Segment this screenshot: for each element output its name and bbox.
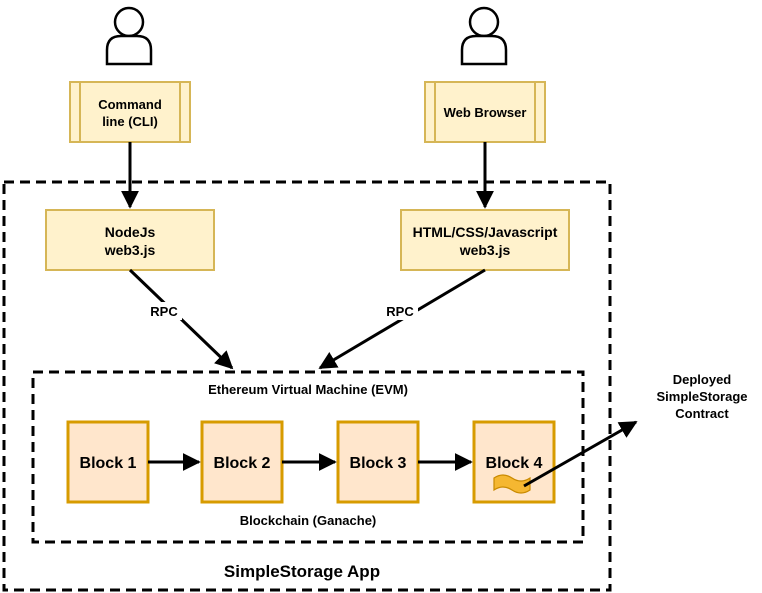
rpc-right-label: RPC (386, 304, 414, 319)
deploy-arrow (523, 420, 638, 488)
user-icon (460, 6, 508, 66)
nodejs-label-line2: web3.js (104, 242, 156, 258)
web-browser-label: Web Browser (444, 105, 527, 120)
cli-label-line2: line (CLI) (102, 114, 158, 129)
evm-label: Ethereum Virtual Machine (EVM) (208, 382, 408, 397)
html-css-js-box: HTML/CSS/Javascript web3.js (400, 209, 570, 271)
simplestorage-app-container (2, 180, 612, 592)
block-1: Block 1 (66, 420, 150, 504)
nodejs-label-line1: NodeJs (105, 224, 156, 240)
user-icon (105, 6, 153, 66)
contract-flag-icon (493, 474, 531, 494)
contract-label-line3: Contract (675, 406, 729, 421)
cli-label-line1: Command (98, 97, 162, 112)
blockchain-label: Blockchain (Ganache) (240, 513, 377, 528)
block-2-label: Block 2 (214, 455, 271, 472)
block-4-label: Block 4 (486, 455, 543, 472)
app-label: SimpleStorage App (224, 562, 380, 581)
block-1-label: Block 1 (80, 455, 137, 472)
web-browser-box: Web Browser (424, 81, 546, 143)
cli-box: Command line (CLI) (69, 81, 191, 143)
block-2: Block 2 (200, 420, 284, 504)
html-label-line1: HTML/CSS/Javascript (413, 224, 558, 240)
contract-label-line2: SimpleStorage (656, 389, 747, 404)
block-3-label: Block 3 (350, 455, 407, 472)
contract-label-line1: Deployed (673, 372, 732, 387)
blockchain-container (31, 370, 585, 544)
nodejs-box: NodeJs web3.js (45, 209, 215, 271)
html-label-line2: web3.js (459, 242, 511, 258)
rpc-left-label: RPC (150, 304, 178, 319)
block-3: Block 3 (336, 420, 420, 504)
